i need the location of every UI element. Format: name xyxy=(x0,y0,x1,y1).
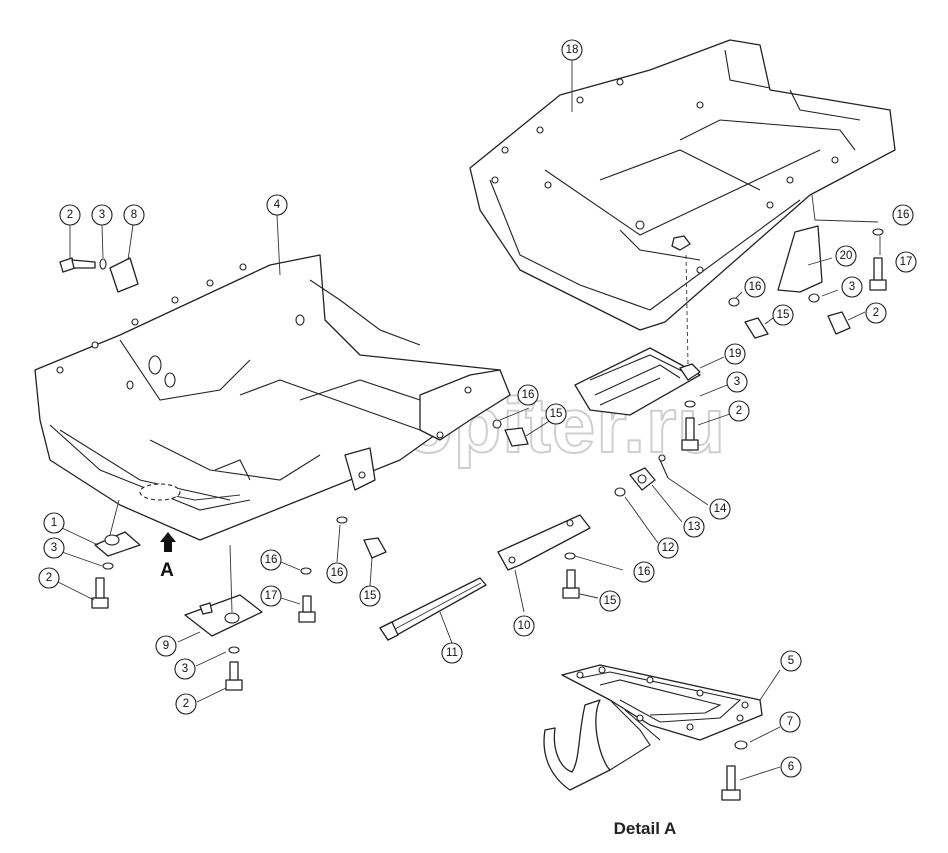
svg-text:2: 2 xyxy=(67,209,73,221)
bracket-19 xyxy=(574,347,701,416)
svg-text:15: 15 xyxy=(777,309,790,321)
bracket-10 xyxy=(497,514,591,571)
svg-text:16: 16 xyxy=(522,389,535,401)
callout-16-far-right: 16 xyxy=(892,204,914,226)
svg-text:16: 16 xyxy=(638,566,651,578)
svg-text:13: 13 xyxy=(688,521,701,533)
svg-text:9: 9 xyxy=(163,640,169,652)
callout-4: 4 xyxy=(266,194,288,216)
callout-8: 8 xyxy=(123,204,145,226)
svg-text:15: 15 xyxy=(364,590,377,602)
callout-20: 20 xyxy=(835,245,857,267)
long-bolt-11 xyxy=(379,577,487,641)
fasteners xyxy=(59,228,887,801)
leader-lines xyxy=(57,60,881,781)
callout-13: 13 xyxy=(683,516,705,538)
plate-20 xyxy=(777,225,823,293)
svg-text:10: 10 xyxy=(518,620,531,632)
callout-15-lower: 15 xyxy=(599,590,621,612)
svg-text:8: 8 xyxy=(131,209,137,221)
svg-text:17: 17 xyxy=(265,590,278,602)
plate-9 xyxy=(184,594,263,637)
callout-16-center: 16 xyxy=(326,562,348,584)
cover-8 xyxy=(109,257,139,293)
callout-16-right: 16 xyxy=(744,276,766,298)
svg-text:12: 12 xyxy=(662,542,675,554)
svg-text:3: 3 xyxy=(734,376,740,388)
callout-16-mid: 16 xyxy=(517,384,539,406)
callout-16-center-left: 16 xyxy=(260,549,282,571)
callout-12: 12 xyxy=(657,537,679,559)
svg-text:5: 5 xyxy=(788,655,794,667)
skid-plate-upper xyxy=(469,39,896,331)
callout-1: 1 xyxy=(43,512,65,534)
svg-text:16: 16 xyxy=(331,567,344,579)
callout-15-mid: 15 xyxy=(545,403,567,425)
svg-text:18: 18 xyxy=(566,44,579,56)
callout-17-center: 17 xyxy=(260,585,282,607)
svg-text:7: 7 xyxy=(787,716,793,728)
svg-text:15: 15 xyxy=(550,408,563,420)
callout-3-mid: 3 xyxy=(726,371,748,393)
callout-3-left: 3 xyxy=(43,537,65,559)
svg-text:14: 14 xyxy=(714,503,727,515)
svg-text:16: 16 xyxy=(749,281,762,293)
svg-text:4: 4 xyxy=(274,199,281,211)
callout-9: 9 xyxy=(155,635,177,657)
svg-text:2: 2 xyxy=(873,307,879,319)
callouts: 18 2 3 8 4 16 17 20 16 3 2 15 19 3 16 15… xyxy=(38,39,917,778)
svg-text:16: 16 xyxy=(265,554,278,566)
callout-16-lower: 16 xyxy=(633,561,655,583)
callout-7: 7 xyxy=(779,711,801,733)
callout-5: 5 xyxy=(780,650,802,672)
tow-hook-detail xyxy=(543,664,763,791)
svg-text:2: 2 xyxy=(46,572,52,584)
callout-15-right: 15 xyxy=(772,304,794,326)
svg-text:20: 20 xyxy=(840,250,853,262)
skid-plate-front xyxy=(34,254,511,541)
view-arrow-label: A xyxy=(160,560,174,581)
svg-text:15: 15 xyxy=(604,595,617,607)
callout-2-left: 2 xyxy=(38,567,60,589)
svg-text:2: 2 xyxy=(736,405,742,417)
svg-text:2: 2 xyxy=(183,698,189,710)
detail-a-label: Detail A xyxy=(614,819,677,838)
svg-text:3: 3 xyxy=(51,542,57,554)
svg-text:6: 6 xyxy=(788,761,794,773)
callout-2-bottom: 2 xyxy=(175,693,197,715)
svg-text:19: 19 xyxy=(729,348,742,360)
plate-1 xyxy=(94,531,141,557)
callout-2-top-left: 2 xyxy=(59,204,81,226)
svg-text:11: 11 xyxy=(446,647,458,659)
view-arrow-A: A xyxy=(160,532,176,581)
callout-19: 19 xyxy=(724,343,746,365)
callout-18: 18 xyxy=(561,39,583,61)
callout-14: 14 xyxy=(709,498,731,520)
svg-text:3: 3 xyxy=(99,209,105,221)
callout-2-right: 2 xyxy=(865,302,887,324)
callout-11: 11 xyxy=(441,642,463,664)
callout-17-far-right: 17 xyxy=(895,251,917,273)
svg-text:1: 1 xyxy=(51,517,57,529)
callout-3-top-left: 3 xyxy=(91,204,113,226)
callout-10: 10 xyxy=(513,615,535,637)
callout-3-bottom: 3 xyxy=(174,658,196,680)
callout-3-right: 3 xyxy=(841,276,863,298)
svg-text:3: 3 xyxy=(849,281,855,293)
svg-text:16: 16 xyxy=(897,209,910,221)
callout-2-mid: 2 xyxy=(728,400,750,422)
svg-text:17: 17 xyxy=(900,256,913,268)
callout-15-center: 15 xyxy=(359,585,381,607)
callout-6: 6 xyxy=(780,756,802,778)
svg-text:3: 3 xyxy=(182,663,188,675)
